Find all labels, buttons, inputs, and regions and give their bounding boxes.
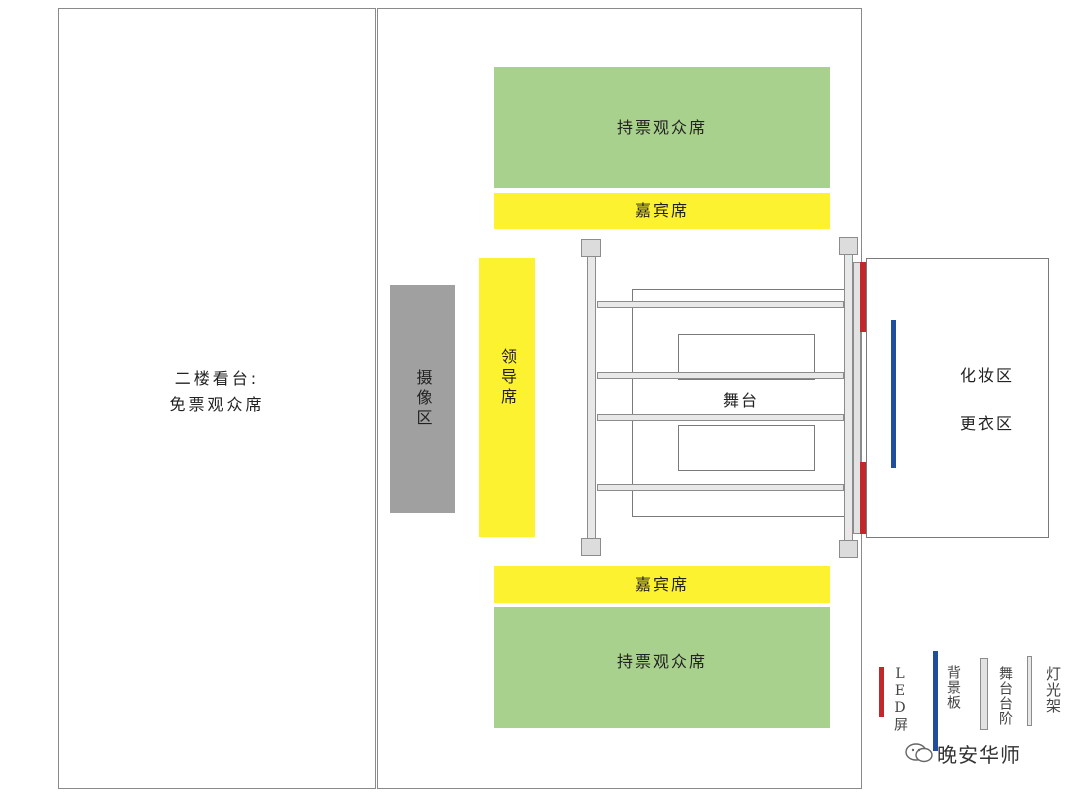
truss-left-column bbox=[587, 250, 596, 543]
legend-backdrop-label: 背景板 bbox=[945, 665, 961, 710]
guest-seating-top: 嘉宾席 bbox=[494, 193, 830, 229]
truss-bar-4 bbox=[597, 484, 844, 491]
legend-steps-label: 舞台台阶 bbox=[997, 666, 1013, 726]
changing-label-box: 更衣区 bbox=[927, 409, 1047, 439]
stage-steps bbox=[853, 262, 861, 534]
changing-area-label: 更衣区 bbox=[959, 414, 1014, 433]
truss-bar-1 bbox=[597, 301, 844, 308]
leader-seating-label: 领导席 bbox=[498, 347, 517, 408]
dressing-area: 化妆区 更衣区 bbox=[866, 258, 1049, 538]
watermark-text: 晚安华师 bbox=[937, 742, 1021, 767]
truss-bar-2 bbox=[597, 372, 844, 379]
stage-inner-lower bbox=[678, 425, 815, 471]
truss-right-bottom-base bbox=[839, 540, 858, 558]
ticketed-seating-top-label: 持票观众席 bbox=[616, 117, 707, 137]
ticketed-seating-top: 持票观众席 bbox=[494, 67, 830, 188]
legend-backdrop-swatch bbox=[933, 651, 938, 751]
guest-seating-bottom: 嘉宾席 bbox=[494, 566, 830, 603]
watermark: 晚安华师 bbox=[905, 738, 1065, 768]
legend-truss-swatch bbox=[1027, 656, 1032, 726]
truss-left-bottom-base bbox=[581, 538, 601, 556]
makeup-area-label: 化妆区 bbox=[959, 366, 1014, 385]
backdrop-board bbox=[891, 320, 896, 468]
truss-left-top-base bbox=[581, 239, 601, 257]
ticketed-seating-bottom-label: 持票观众席 bbox=[616, 651, 707, 671]
truss-right-top-base bbox=[839, 237, 858, 255]
legend-truss-label: 灯光架 bbox=[1044, 666, 1062, 714]
led-screen-top bbox=[860, 262, 866, 332]
leader-seating: 领导席 bbox=[479, 258, 535, 537]
legend-led-swatch bbox=[879, 667, 884, 717]
balcony-free-seating: 二楼看台: 免票观众席 bbox=[58, 8, 376, 789]
balcony-label-line2: 免票观众席 bbox=[169, 394, 265, 414]
led-screen-bottom bbox=[860, 462, 866, 534]
guest-seating-top-label: 嘉宾席 bbox=[634, 201, 689, 220]
camera-area-label: 摄像区 bbox=[413, 369, 433, 429]
legend-led-label: LED屏 bbox=[892, 666, 908, 732]
makeup-label-box: 化妆区 bbox=[927, 361, 1047, 391]
guest-seating-bottom-label: 嘉宾席 bbox=[634, 574, 689, 594]
ticketed-seating-bottom: 持票观众席 bbox=[494, 607, 830, 728]
balcony-label-line1: 二楼看台: bbox=[174, 368, 260, 388]
truss-right-column bbox=[844, 248, 853, 546]
stage-label: 舞台 bbox=[722, 391, 759, 410]
legend-steps-swatch bbox=[980, 658, 988, 730]
stage bbox=[632, 289, 850, 517]
stage-label-box: 舞台 bbox=[632, 386, 850, 416]
chat-bubble-icon bbox=[905, 742, 933, 764]
truss-bar-3 bbox=[597, 414, 844, 421]
camera-area: 摄像区 bbox=[390, 285, 455, 513]
